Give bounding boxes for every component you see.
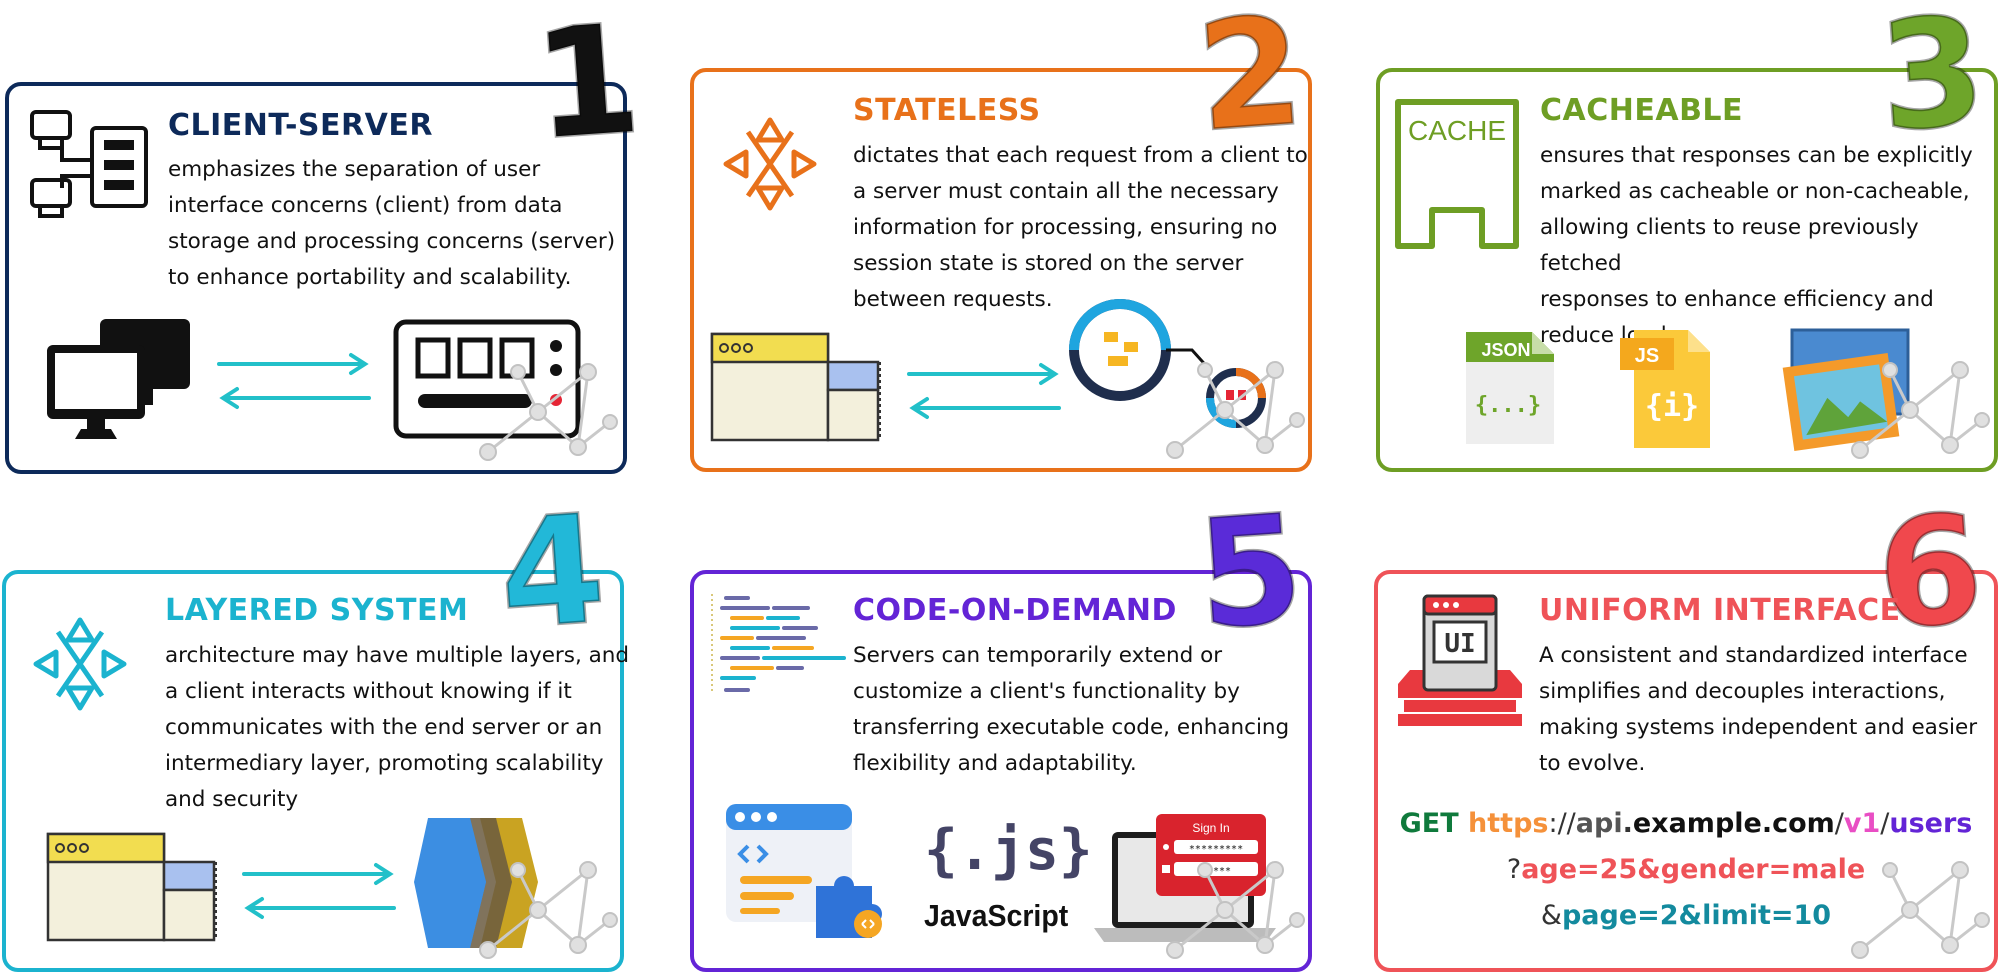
url-amp: & [1540,900,1562,931]
card-desc-stateless: dictates that each request from a client… [853,143,1308,312]
network-nodes-icon-6 [1851,861,1990,959]
card-number-5: 5 [1191,481,1310,665]
card-title-stateless: STATELESS [853,93,1041,128]
stateless-icon [723,117,817,211]
json-file-label: JSON [1481,340,1530,360]
url-method: GET [1399,808,1459,839]
card-desc-cacheable: ensures that responses can be explicitly… [1540,143,1973,348]
url-dot: . [1622,808,1633,839]
url-slash-2: / [1880,808,1890,839]
layer-stack-icon [414,818,538,948]
card-title-cacheable: CACHEABLE [1540,93,1744,128]
network-nodes-icon-2 [1166,361,1305,459]
network-nodes-icon-3 [1851,361,1990,459]
url-slash-1: / [1834,808,1844,839]
js-logo: {.js} [924,818,1093,883]
js-file-body: {i} [1645,389,1699,424]
client-server-icon [30,110,148,218]
network-nodes-icon-4 [479,861,618,959]
url-example-line-2: ?age=25&gender=male [1376,854,1996,885]
card-desc-client-server: emphasizes the separation of user interf… [168,157,616,290]
card-title-code-on-demand: CODE-ON-DEMAND [853,593,1177,628]
url-params-1: age=25&gender=male [1521,854,1866,885]
json-file-icon: JSON {...} [1466,332,1554,444]
url-query-mark: ? [1506,854,1522,885]
network-nodes-icon-5 [1166,861,1305,959]
js-file-icon: JS {i} [1620,330,1710,448]
url-version: v1 [1843,808,1881,839]
js-file-label: JS [1635,345,1659,367]
card-desc-code-on-demand: Servers can temporarily extend or custom… [853,643,1290,776]
javascript-text: JavaScript [924,898,1069,933]
card-number-1: 1 [528,0,647,175]
card-number-4: 4 [493,481,612,665]
url-resource: users [1889,808,1973,839]
cache-icon: CACHE [1395,99,1519,249]
layered-icon [33,617,127,711]
card-desc-layered-system: architecture may have multiple layers, a… [165,643,630,812]
ui-stack-icon: UI [1398,594,1522,726]
url-sep: :// [1548,808,1576,839]
computer-monitors-icon [47,319,190,439]
code-icon [711,594,846,692]
network-nodes-icon [479,363,618,461]
card-number-3: 3 [1873,0,1992,167]
card-number-2: 2 [1191,0,1310,167]
image-gallery-icon [1782,328,1910,451]
signin-password-1: ********* [1189,844,1243,855]
json-file-body: {...} [1475,393,1541,418]
signin-password-2: ***** [1201,866,1231,877]
signin-title: Sign In [1192,821,1229,835]
sync-arrows-icon [217,353,371,409]
card-title-client-server: CLIENT-SERVER [168,108,433,143]
url-scheme: https [1468,808,1549,839]
url-domain: example.com [1632,808,1835,839]
ui-label: UI [1444,629,1475,659]
browser-window-icon [710,332,881,442]
sync-arrows-icon-2 [907,363,1061,419]
card-title-uniform-interface: UNIFORM INTERFACE [1539,593,1901,628]
browser-puzzle-icon [726,804,882,938]
cache-label: CACHE [1408,115,1506,146]
url-sub: api [1575,808,1623,839]
url-example-line-3: &page=2&limit=10 [1376,900,1996,931]
card-title-layered-system: LAYERED SYSTEM [165,593,469,628]
sync-arrows-icon-3 [242,863,396,919]
browser-window-icon-2 [46,832,217,942]
url-example-line-1: GET https://api.example.com/v1/users [1376,808,1996,839]
card-desc-uniform-interface: A consistent and standardized interface … [1539,643,1978,776]
url-params-2: page=2&limit=10 [1561,900,1832,931]
